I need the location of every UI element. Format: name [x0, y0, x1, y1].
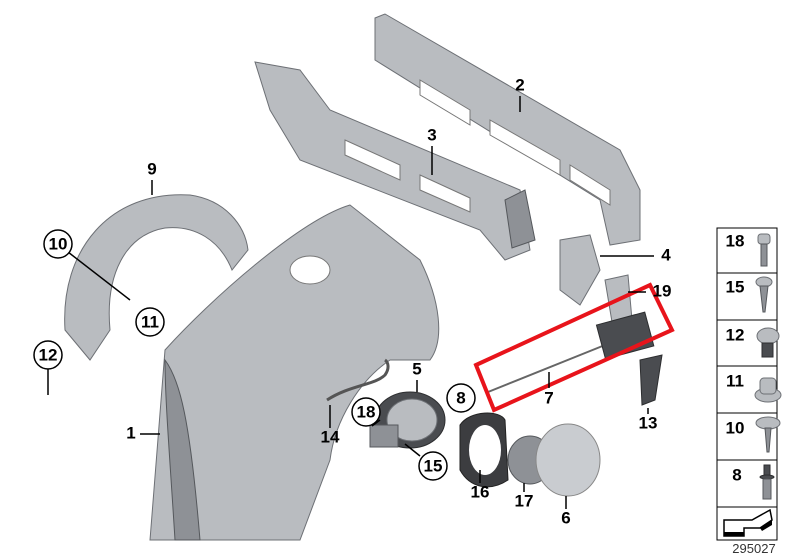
part-7-actuator-cable[interactable]: [487, 311, 655, 393]
callout-4: 4: [661, 245, 671, 264]
svg-text:13: 13: [639, 413, 658, 432]
svg-text:2: 2: [515, 75, 524, 94]
svg-text:15: 15: [424, 456, 443, 475]
part-5-filler-housing[interactable]: [369, 391, 446, 449]
callout-17: 17: [515, 491, 534, 510]
svg-text:14: 14: [321, 427, 340, 446]
clip-stud-icon: [759, 464, 775, 500]
svg-text:10: 10: [726, 418, 745, 437]
part-16-ring-center: [469, 425, 501, 475]
svg-text:10: 10: [49, 234, 68, 253]
part-2-rear-panel[interactable]: [374, 13, 641, 246]
diagram-code: 295027: [732, 541, 775, 556]
callout-19: 19: [653, 281, 672, 300]
callout-6: 6: [561, 508, 570, 527]
fastener-panel: 18 15 12 11 10 8: [716, 227, 782, 541]
part-3-cross-member[interactable]: [254, 61, 536, 261]
callout-5: 5: [412, 359, 421, 378]
svg-text:9: 9: [147, 159, 156, 178]
callout-13: 13: [639, 413, 658, 432]
svg-text:5: 5: [412, 359, 421, 378]
part-1-side-panel[interactable]: [149, 204, 440, 541]
callout-9: 9: [147, 159, 156, 178]
svg-text:17: 17: [515, 491, 534, 510]
part-14-drain-hose[interactable]: [326, 358, 390, 402]
fastener-row-11[interactable]: 11: [726, 371, 782, 403]
svg-text:12: 12: [726, 325, 745, 344]
fuel-filler-opening: [289, 255, 331, 285]
svg-text:18: 18: [726, 231, 745, 250]
svg-text:11: 11: [141, 312, 159, 331]
expanding-rivet-icon: [756, 327, 780, 358]
callout-14: 14: [321, 427, 340, 446]
callout-12: 12: [33, 340, 63, 370]
callout-8: 8: [446, 383, 476, 413]
fastener-row-10[interactable]: 10: [726, 416, 781, 453]
callout-10: 10: [43, 229, 73, 259]
part-1-pillar: [164, 358, 201, 541]
torx-screw-icon: [755, 276, 773, 313]
svg-text:15: 15: [726, 277, 745, 296]
svg-text:3: 3: [427, 125, 436, 144]
svg-text:11: 11: [726, 371, 744, 390]
callout-15: 15: [418, 451, 448, 481]
flange-nut-icon: [754, 377, 782, 403]
direction-arrow-icon: [723, 508, 773, 537]
callout-16: 16: [471, 482, 490, 501]
fastener-row-12[interactable]: 12: [726, 325, 780, 358]
svg-text:8: 8: [732, 465, 741, 484]
svg-text:16: 16: [471, 482, 490, 501]
svg-text:12: 12: [39, 345, 58, 364]
callout-2: 2: [515, 75, 524, 94]
callout-7: 7: [544, 388, 553, 407]
callout-1: 1: [126, 423, 135, 442]
callout-11: 11: [135, 307, 165, 337]
leader-lines: [47, 96, 654, 509]
callout-3: 3: [427, 125, 436, 144]
fastener-row-18[interactable]: 18: [726, 231, 771, 267]
svg-text:6: 6: [561, 508, 570, 527]
washer-screw-icon: [755, 416, 781, 453]
highlight-box: [473, 282, 675, 413]
part-9-wheel-arch-liner[interactable]: [64, 194, 249, 361]
svg-text:4: 4: [661, 245, 671, 264]
fastener-row-15[interactable]: 15: [726, 276, 773, 313]
part-6-fuel-flap[interactable]: [535, 423, 601, 497]
part-13-bracket[interactable]: [639, 354, 663, 406]
part-4-bracket[interactable]: [559, 234, 601, 306]
callout-18: 18: [351, 397, 381, 427]
svg-text:19: 19: [653, 281, 672, 300]
fastener-row-8[interactable]: 8: [732, 464, 775, 500]
torx-bolt-icon: [757, 233, 771, 267]
svg-text:7: 7: [544, 388, 553, 407]
svg-text:18: 18: [357, 402, 376, 421]
svg-text:8: 8: [456, 388, 465, 407]
svg-text:1: 1: [126, 423, 135, 442]
